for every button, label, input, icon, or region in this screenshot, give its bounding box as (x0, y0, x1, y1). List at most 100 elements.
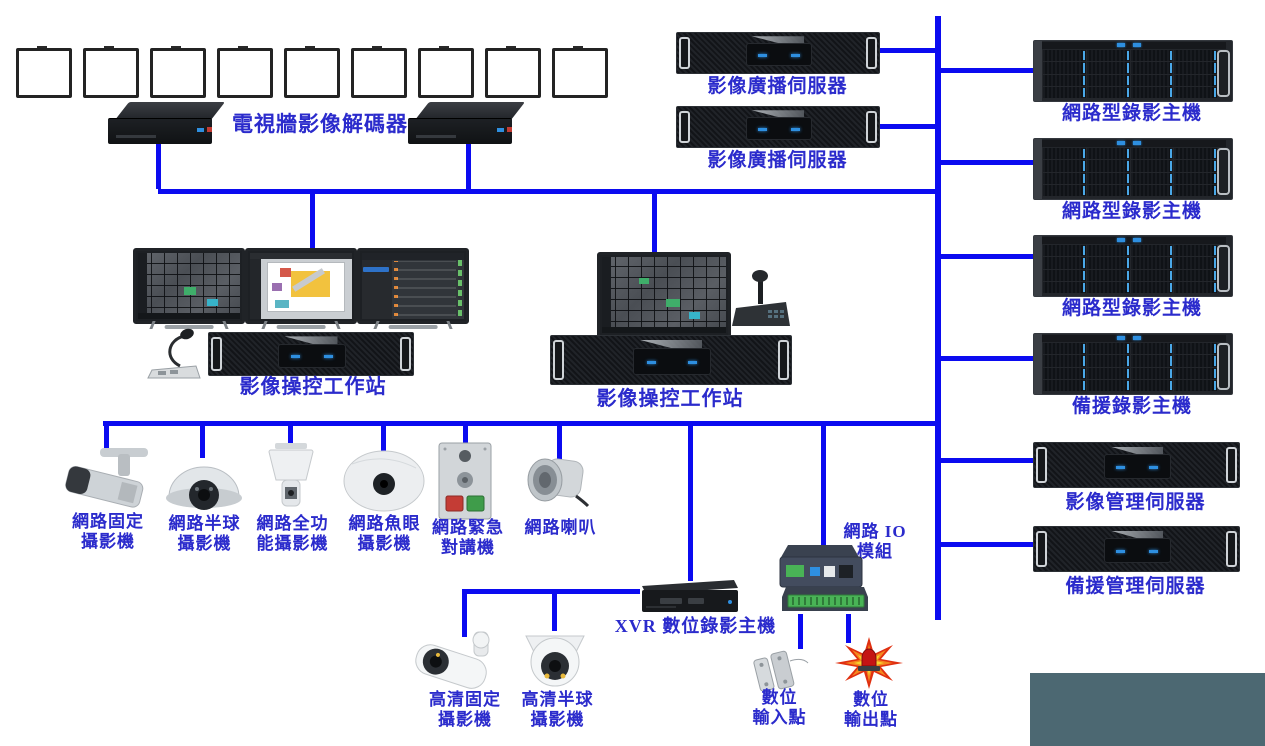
tv-wall-monitor (148, 46, 206, 110)
tv-wall-monitor (550, 46, 608, 110)
nvr-handle (1217, 148, 1230, 195)
network-line (462, 589, 640, 594)
tv-wall-monitor (215, 46, 273, 110)
server-handle (778, 340, 789, 380)
joystick-icon (732, 270, 790, 326)
label-nvr-3: 網路型錄影主機 (1061, 298, 1202, 319)
workstation-monitor-icon (357, 248, 469, 329)
label-line: 高清固定 (429, 690, 501, 709)
network-line (466, 141, 471, 189)
server-handle (679, 37, 690, 69)
server-handle (1036, 531, 1047, 567)
decoder-led (197, 128, 204, 132)
server-led (758, 53, 768, 57)
storage-server-icon (1033, 138, 1233, 200)
label-ip-fisheye-camera: 網路魚眼 攝影機 (332, 514, 437, 554)
monitor-icon (418, 48, 474, 98)
bullet-camera-icon (65, 448, 148, 508)
workstation-monitor-icon (245, 248, 357, 329)
server-handle (1226, 447, 1237, 483)
tv-wall-monitor (14, 46, 72, 110)
label-line: 攝影機 (81, 532, 135, 552)
rack-server-icon (1033, 526, 1240, 572)
xvr-recorder-icon (642, 580, 738, 612)
label-io-module: 網路 IO 模組 (834, 522, 916, 562)
network-line (104, 421, 109, 453)
tv-wall-decoder-icon (108, 102, 226, 144)
network-trunk-line (935, 16, 941, 620)
server-panel (1103, 538, 1172, 564)
label-nvr-backup: 備援錄影主機 (1071, 396, 1192, 417)
network-line (310, 189, 315, 249)
network-line (288, 421, 293, 447)
decoder-led (497, 128, 504, 132)
workstation-monitor-icon (597, 252, 731, 343)
nvr-led (1117, 141, 1126, 145)
workstation-server-icon (208, 332, 414, 376)
server-led (647, 360, 657, 364)
monitor-icon (552, 48, 608, 98)
label-line: 輸出點 (844, 710, 898, 730)
server-led (758, 127, 768, 131)
decoder-slot (416, 135, 456, 138)
label-ip-fixed-camera: 網路固定 攝影機 (48, 512, 168, 552)
storage-server-icon (1033, 40, 1233, 102)
network-bus-line (158, 189, 940, 194)
monitor-icon (83, 48, 139, 98)
server-led (323, 354, 333, 358)
network-line (876, 124, 936, 129)
rack-server-icon (676, 106, 880, 148)
monitor-icon (150, 48, 206, 98)
server-panel (745, 117, 813, 141)
label-vms-server: 影像管理伺服器 (1065, 492, 1206, 513)
network-line (652, 189, 657, 253)
network-line (941, 458, 1033, 463)
network-line (876, 48, 936, 53)
nvr-rail (1034, 236, 1042, 296)
footer-color-block (1030, 673, 1265, 746)
label-line: 攝影機 (530, 710, 585, 730)
rack-server-icon (1033, 442, 1240, 488)
tv-wall-monitor (416, 46, 474, 110)
nvr-handle (1217, 245, 1230, 292)
nvr-drive-bays (1043, 245, 1217, 293)
camera-bus-line (103, 421, 941, 426)
label-line: 網路緊急 (432, 518, 504, 537)
network-line (941, 542, 1033, 547)
server-panel (1103, 454, 1172, 480)
network-line (941, 254, 1033, 259)
label-nvr-1: 網路型錄影主機 (1061, 103, 1202, 124)
label-hd-fixed-camera: 高清固定 攝影機 (405, 690, 525, 730)
label-line: 網路全功 (256, 514, 329, 533)
label-line: 能攝影機 (256, 534, 329, 554)
server-led (291, 354, 301, 358)
label-hd-dome-camera: 高清半球 攝影機 (505, 690, 610, 730)
server-handle (866, 111, 877, 143)
storage-server-icon (1033, 235, 1233, 297)
tv-wall-monitor (81, 46, 139, 110)
network-line (463, 421, 468, 445)
server-handle (1036, 447, 1047, 483)
label-line: 輸入點 (752, 708, 807, 728)
workstation-monitor-icon (133, 248, 245, 329)
server-panel (632, 348, 712, 376)
label-line: 對講機 (441, 538, 495, 558)
server-led (790, 53, 800, 57)
network-line (200, 421, 205, 458)
hd-bullet-camera-icon (415, 631, 490, 689)
label-broadcast-server-1: 影像廣播伺服器 (707, 76, 848, 97)
monitor-icon (217, 48, 273, 98)
dome-camera-icon (166, 466, 242, 510)
network-line (557, 421, 562, 460)
server-led (790, 127, 800, 131)
network-line (552, 589, 557, 631)
server-handle (553, 340, 564, 380)
tv-wall-monitor (349, 46, 407, 110)
workstation-server-icon (550, 335, 792, 385)
decoder-front-face (108, 118, 212, 144)
nvr-led (1133, 141, 1141, 145)
label-line: 網路固定 (72, 512, 144, 531)
storage-server-icon (1033, 333, 1233, 395)
io-output-wire-line (846, 614, 851, 643)
network-line (381, 421, 386, 451)
